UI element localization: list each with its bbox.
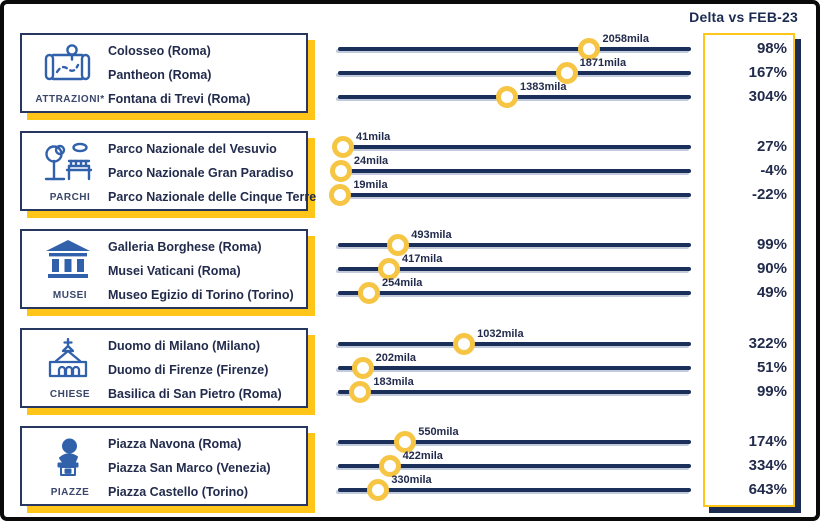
value-label: 330mila <box>391 474 432 486</box>
delta-value: 334% <box>748 457 787 474</box>
value-label: 41mila <box>356 131 391 143</box>
delta-value: 51% <box>756 359 787 376</box>
value-marker <box>578 38 601 60</box>
lollipop-line <box>338 243 691 247</box>
museum-icon <box>36 237 100 283</box>
category-box: MUSEI Galleria Borghese (Roma) Musei Vatic… <box>20 229 308 309</box>
lollipop-line <box>338 47 691 51</box>
value-label: 1383mila <box>520 81 567 93</box>
category-box: ATTRAZIONI* Colosseo (Roma) Pantheon (Roma… <box>20 33 308 113</box>
category-box: CHIESE Duomo di Milano (Milano) Duomo di F… <box>20 328 308 408</box>
value-marker <box>329 184 352 206</box>
item-label: Musei Vaticani (Roma) <box>108 264 241 278</box>
value-label: 19mila <box>353 179 388 191</box>
delta-value: 49% <box>756 284 787 301</box>
item-label: Parco Nazionale Gran Paradiso <box>108 166 294 180</box>
map-pin-icon <box>36 41 100 87</box>
value-marker <box>332 136 354 158</box>
delta-value: 643% <box>748 481 787 498</box>
item-label: Museo Egizio di Torino (Torino) <box>108 288 294 302</box>
item-label: Parco Nazionale delle Cinque Terre <box>108 190 317 204</box>
item-label: Piazza Castello (Torino) <box>108 485 249 499</box>
lollipop-line <box>338 390 691 394</box>
value-marker <box>377 258 400 280</box>
lollipop-line <box>338 267 691 271</box>
item-label: Galleria Borghese (Roma) <box>108 240 262 254</box>
category-label: MUSEI <box>52 290 88 301</box>
item-label: Fontana di Trevi (Roma) <box>108 92 251 106</box>
value-label: 183mila <box>373 376 414 388</box>
delta-value: 98% <box>756 40 787 57</box>
delta-value: 174% <box>748 433 787 450</box>
lollipop-line <box>338 464 691 468</box>
church-icon <box>36 336 100 382</box>
value-marker <box>367 479 390 501</box>
item-label: Parco Nazionale del Vesuvio <box>108 142 277 156</box>
lollipop-line <box>338 342 691 346</box>
value-marker <box>378 455 401 477</box>
lollipop-line <box>338 291 691 295</box>
delta-value: 304% <box>748 88 787 105</box>
lollipop-line <box>338 71 691 75</box>
value-label: 2058mila <box>602 33 649 45</box>
value-marker <box>387 234 410 256</box>
value-label: 1871mila <box>579 57 627 69</box>
delta-value: -4% <box>760 162 787 179</box>
item-label: Pantheon (Roma) <box>108 68 212 82</box>
value-marker <box>329 160 352 182</box>
delta-value: 167% <box>748 64 787 81</box>
item-label: Basilica di San Pietro (Roma) <box>108 387 282 401</box>
value-marker <box>496 86 518 108</box>
delta-column-header: Delta vs FEB-23 <box>689 9 798 25</box>
value-label: 493mila <box>411 229 452 241</box>
value-label: 202mila <box>375 352 417 364</box>
lollipop-line <box>338 440 691 444</box>
value-marker <box>453 333 476 355</box>
value-marker <box>349 381 372 403</box>
lollipop-line <box>338 145 691 149</box>
park-tree-icon <box>36 139 100 185</box>
lollipop-line <box>338 488 691 492</box>
value-label: 550mila <box>418 426 459 438</box>
item-label: Colosseo (Roma) <box>108 44 211 58</box>
category-label: ATTRAZIONI* <box>35 94 105 105</box>
value-label: 422mila <box>402 450 443 462</box>
value-marker <box>358 282 381 304</box>
value-label: 24mila <box>353 155 389 167</box>
value-label: 417mila <box>401 253 443 265</box>
delta-panel <box>703 33 795 507</box>
item-label: Duomo di Milano (Milano) <box>108 339 261 353</box>
lollipop-line <box>338 366 691 370</box>
category-box: PIAZZE Piazza Navona (Roma) Piazza San Mar… <box>20 426 308 506</box>
delta-value: 90% <box>756 260 787 277</box>
statue-icon <box>36 434 100 480</box>
value-marker <box>394 431 417 453</box>
lollipop-line <box>338 193 691 197</box>
category-label: PARCHI <box>49 192 91 203</box>
delta-value: 99% <box>756 383 787 400</box>
item-label: Piazza San Marco (Venezia) <box>108 461 271 475</box>
category-label: CHIESE <box>49 389 91 400</box>
value-marker <box>555 62 578 84</box>
lollipop-line <box>338 169 691 173</box>
item-label: Piazza Navona (Roma) <box>108 437 242 451</box>
delta-value: 27% <box>756 138 787 155</box>
category-label: PIAZZE <box>50 487 90 498</box>
delta-value: 99% <box>756 236 787 253</box>
value-label: 1032mila <box>477 328 524 340</box>
delta-value: -22% <box>751 186 787 203</box>
value-label: 254mila <box>382 277 423 289</box>
value-marker <box>351 357 374 379</box>
item-label: Duomo di Firenze (Firenze) <box>108 363 269 377</box>
delta-value: 322% <box>748 335 787 352</box>
